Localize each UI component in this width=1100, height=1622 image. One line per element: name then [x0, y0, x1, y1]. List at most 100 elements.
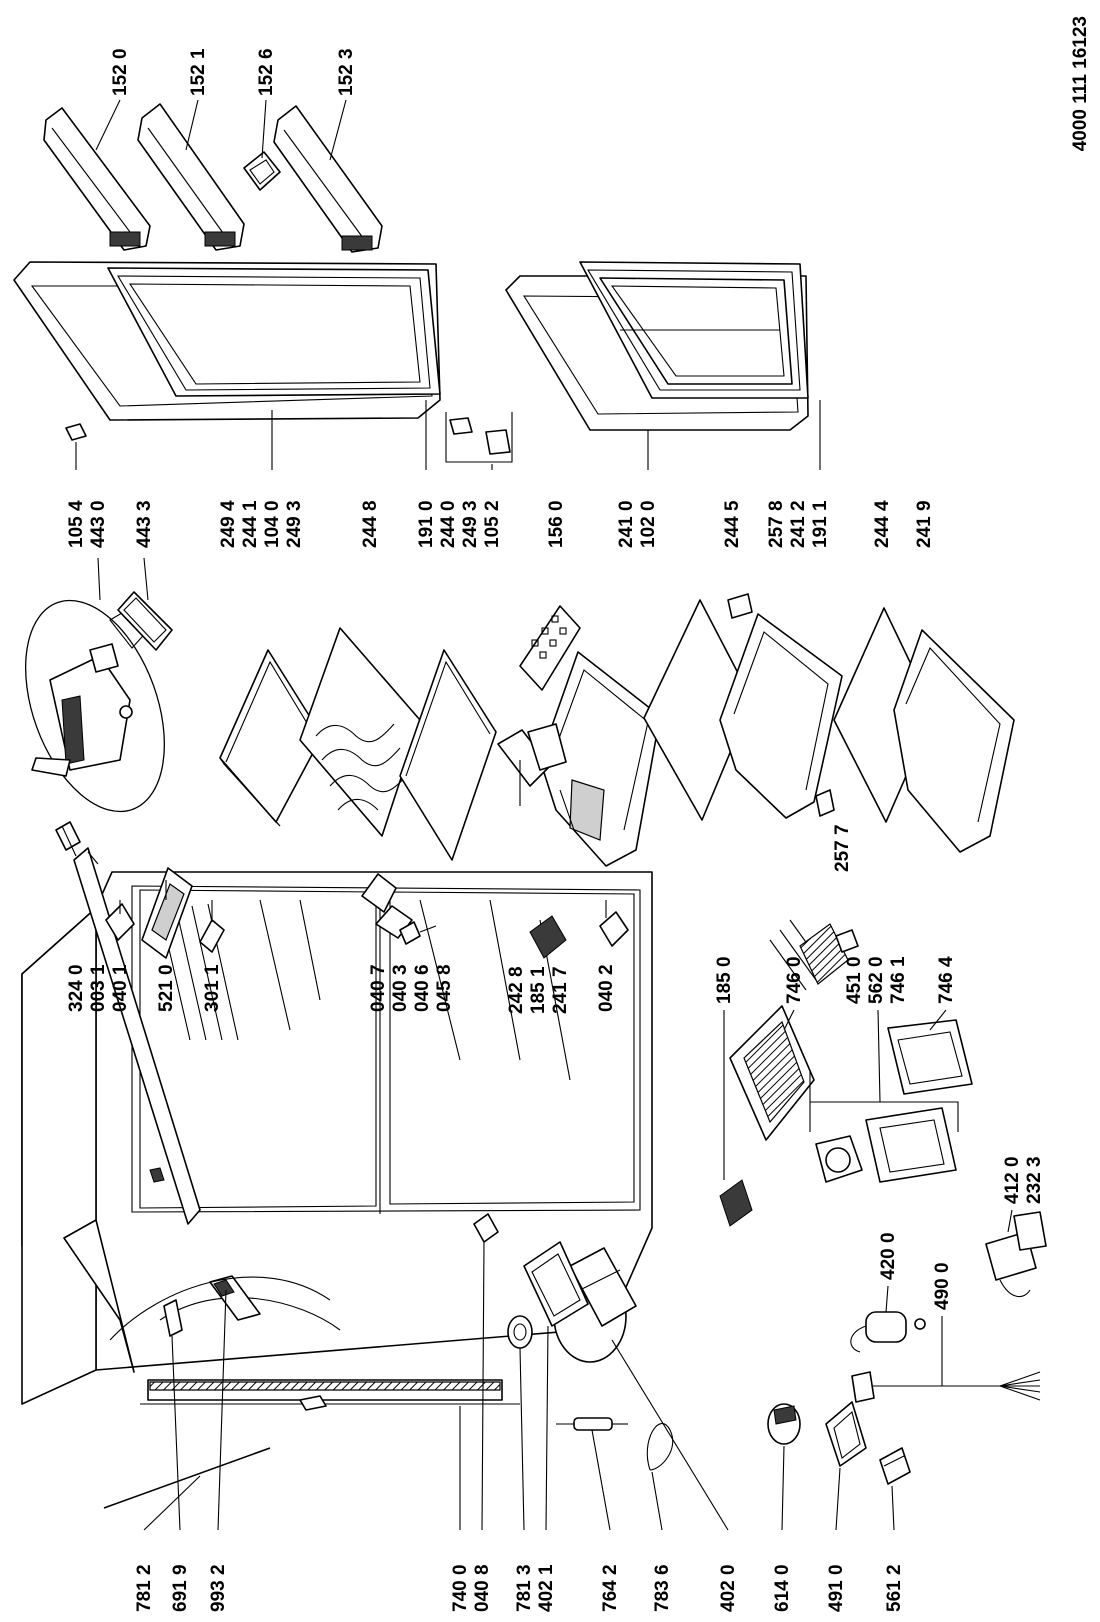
label-3240: 324 0 [66, 964, 87, 1012]
label-2412: 241 2 [788, 500, 809, 548]
label-7642: 764 2 [600, 1564, 621, 1612]
label-3011: 301 1 [202, 964, 223, 1012]
sensor-5620 [835, 929, 859, 953]
label-4120: 412 0 [1002, 1156, 1023, 1204]
ice-tray-1560 [519, 605, 581, 691]
thermostat-9932 [209, 1275, 261, 1321]
label-7812: 781 2 [134, 1564, 155, 1612]
label-6919: 691 9 [170, 1564, 191, 1612]
label-7464: 746 4 [936, 956, 957, 1004]
label-1054: 105 4 [66, 500, 87, 548]
label-6140: 614 0 [772, 1564, 793, 1612]
label-4510: 451 0 [844, 956, 865, 1004]
base-profile-7400 [140, 1379, 520, 1411]
label-2323 [1013, 1211, 1047, 1251]
glass-shelf-2440 [399, 649, 497, 861]
lower-door-1020 [505, 261, 809, 431]
cover-7464 [887, 1019, 973, 1095]
hinge-set-0407 [361, 873, 437, 945]
bracket-0408 [473, 1213, 499, 1243]
label-9932: 993 2 [208, 1564, 229, 1612]
door-bin-1521 [137, 103, 245, 251]
label-0401: 040 1 [110, 964, 131, 1012]
connector-5612 [879, 1447, 911, 1485]
label-2493: 249 3 [284, 500, 305, 548]
evaporator-7460 [729, 1005, 815, 1141]
label-1040: 104 0 [262, 500, 283, 548]
leader-lines [61, 99, 1013, 1531]
label-1020: 102 0 [638, 500, 659, 548]
label-1521: 152 1 [188, 48, 209, 96]
cabinet-body [21, 871, 653, 1405]
label-0403: 040 3 [390, 964, 411, 1012]
label-0031: 003 1 [88, 964, 109, 1012]
label-2428: 242 8 [506, 966, 527, 1014]
drawing-number: 4000 111 16123 [1070, 16, 1091, 151]
label-2417: 241 7 [550, 966, 571, 1014]
label-1850: 185 0 [714, 956, 735, 1004]
label-7400: 740 0 [450, 1564, 471, 1612]
ice-box-2428 [497, 723, 567, 787]
label-4021: 402 1 [536, 1564, 557, 1612]
hinge-bracket-1052 [445, 412, 513, 463]
detail-contour [109, 1276, 331, 1341]
label-2493b: 249 3 [460, 500, 481, 548]
label-0402: 040 2 [596, 964, 617, 1012]
door-bin-clip-1526 [243, 151, 281, 191]
upper-door-1040 [13, 261, 441, 421]
top-profile-0031 [73, 847, 201, 1225]
label-2445: 244 5 [722, 500, 743, 548]
part-labels: 152 0 152 1 152 6 152 3 105 4 443 0 443 … [66, 48, 1045, 1612]
label-1910: 191 0 [416, 500, 437, 548]
label-4200: 420 0 [878, 1232, 899, 1280]
label-2494: 249 4 [218, 500, 239, 548]
cover-4910 [825, 1401, 867, 1467]
label-2440: 244 0 [438, 500, 459, 548]
door-bin-1520 [43, 107, 151, 251]
capillary-7836 [646, 1423, 674, 1471]
label-4433: 443 3 [134, 500, 155, 548]
label-1560: 156 0 [546, 500, 567, 548]
label-2410: 241 0 [616, 500, 637, 548]
support-4021 [523, 1241, 589, 1327]
bottle-rack-2448 [299, 627, 421, 837]
heater-4510 [769, 919, 849, 991]
hinge-1054 [65, 423, 87, 441]
freezer-drawer-2419 [893, 629, 1015, 853]
label-2419: 241 9 [914, 500, 935, 548]
control-panel-1850 [719, 1179, 753, 1227]
bracket-0402 [599, 911, 629, 947]
label-0458: 045 8 [434, 964, 455, 1012]
label-1911: 191 1 [810, 500, 831, 548]
capacitor-4200 [850, 1311, 926, 1353]
label-4430: 443 0 [88, 500, 109, 548]
fan-cover-4433 [117, 591, 173, 651]
label-0407: 040 7 [368, 964, 389, 1012]
label-4910: 491 0 [826, 1564, 847, 1612]
power-cord-4900 [851, 1371, 1041, 1403]
thermostat-knob-1851 [529, 915, 567, 959]
label-4900: 490 0 [932, 1262, 953, 1310]
fan-assembly-4430 [24, 599, 166, 813]
relay-6140 [767, 1403, 801, 1445]
label-2578: 257 8 [766, 500, 787, 548]
bracket-0401 [105, 903, 135, 941]
label-4020: 402 0 [718, 1564, 739, 1612]
drawer-clip-2577 [815, 789, 835, 817]
label-7461: 746 1 [888, 956, 909, 1004]
drain-6919 [163, 1299, 183, 1337]
label-2577: 257 7 [832, 824, 853, 872]
label-0408: 040 8 [472, 1564, 493, 1612]
label-1526: 152 6 [256, 48, 277, 96]
label-5210: 521 0 [156, 964, 177, 1012]
label-1052: 105 2 [482, 500, 503, 548]
lamp-cover-5210 [141, 867, 193, 959]
fan-motor-group-7461 [809, 1072, 959, 1183]
label-2444: 244 4 [872, 500, 893, 548]
freezer-drawer-2410 [539, 651, 661, 867]
label-2323: 232 3 [1024, 1156, 1045, 1204]
label-7836: 783 6 [652, 1564, 673, 1612]
label-1523: 152 3 [336, 48, 357, 96]
drawer-clip-2578 [727, 593, 753, 619]
